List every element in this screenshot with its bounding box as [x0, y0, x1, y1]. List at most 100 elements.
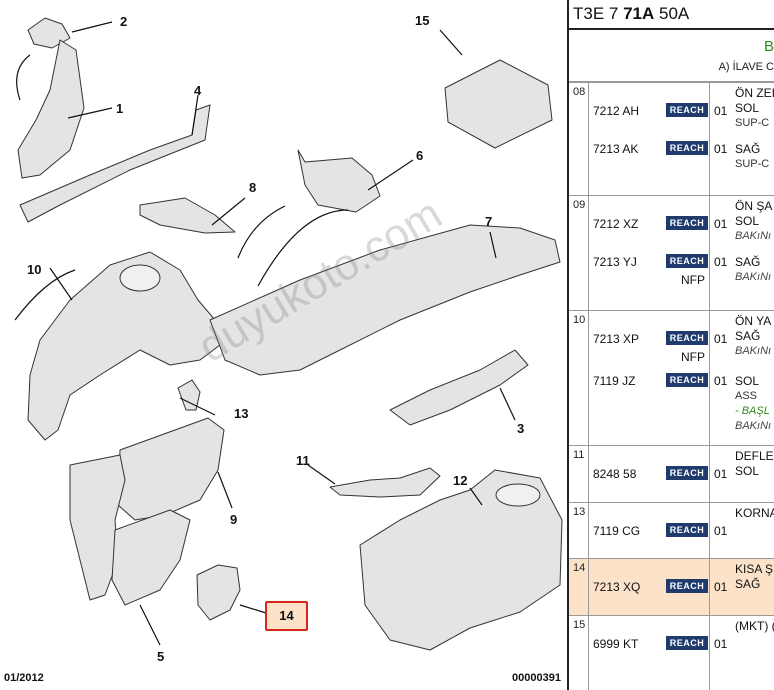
- callout-2[interactable]: 2: [120, 14, 128, 29]
- part-reference[interactable]: 7119 CG: [593, 524, 641, 538]
- callout-14-highlighted[interactable]: 14: [265, 601, 308, 631]
- callout-15[interactable]: 15: [415, 13, 430, 28]
- part-quantity: 01: [714, 255, 728, 269]
- part-quantity: 01: [714, 217, 728, 231]
- callout-7[interactable]: 7: [485, 214, 493, 229]
- callout-5[interactable]: 5: [157, 649, 165, 664]
- callout-6[interactable]: 6: [416, 148, 424, 163]
- column-divider: [709, 616, 710, 690]
- reach-badge: REACH: [666, 141, 708, 155]
- description-line: SAĞ: [735, 255, 761, 269]
- reach-badge: REACH: [666, 523, 708, 537]
- reach-badge: REACH: [666, 254, 708, 268]
- part-11-shape: [329, 467, 441, 498]
- part-reference[interactable]: 7213 XQ: [593, 580, 641, 594]
- part-quantity: 01: [714, 580, 728, 594]
- part-5-shape: [69, 454, 126, 601]
- part-10-shape: [27, 251, 221, 441]
- part-quantity: 01: [714, 104, 728, 118]
- part-description: KORNA: [735, 506, 774, 521]
- part-description: SOL ASS - BAŞL BAKıNı: [735, 374, 771, 434]
- part-quantity: 01: [714, 637, 728, 651]
- part-8-shape: [139, 197, 236, 234]
- reach-badge: REACH: [666, 373, 708, 387]
- description-line: SAĞ: [735, 577, 761, 591]
- part-reference[interactable]: 7213 XP: [593, 332, 640, 346]
- description-line: ASS: [735, 390, 758, 402]
- reach-badge: REACH: [666, 636, 708, 650]
- part-reference[interactable]: 7119 JZ: [593, 374, 636, 388]
- panel-header: B A) İLAVE C: [569, 30, 774, 82]
- part-quantity: 01: [714, 374, 728, 388]
- part-14-shape: [196, 564, 241, 621]
- column-divider: [709, 559, 710, 615]
- description-line: (MKT) (: [735, 619, 774, 633]
- diagram-doc-number: 00000391: [512, 672, 561, 684]
- header-b-label: B: [763, 38, 774, 55]
- part-3-shape: [389, 349, 529, 426]
- description-line: ÖN ZEI: [735, 86, 774, 100]
- reach-badge: REACH: [666, 216, 708, 230]
- callout-8[interactable]: 8: [249, 180, 257, 195]
- title-bold: 71A: [623, 4, 655, 23]
- group-number: 11: [569, 446, 589, 502]
- description-line: SOL: [735, 464, 760, 478]
- part-reference[interactable]: 7212 XZ: [593, 217, 639, 231]
- column-divider: [709, 196, 710, 310]
- part-15-shape: [444, 59, 553, 149]
- part-7-shape: [209, 224, 561, 376]
- description-line: SOL: [735, 374, 760, 388]
- part-9-shape: [117, 417, 225, 521]
- part-1-shape: [17, 39, 85, 179]
- part-quantity: 01: [714, 332, 728, 346]
- part-reference[interactable]: 8248 58: [593, 467, 637, 481]
- part-reference[interactable]: 7213 YJ: [593, 255, 637, 269]
- group-number: 14: [569, 559, 589, 615]
- callout-3[interactable]: 3: [517, 421, 525, 436]
- description-line: ÖN YA: [735, 314, 772, 328]
- description-line: ÖN ŞA: [735, 199, 773, 213]
- part-13-shape: [177, 379, 201, 411]
- description-line: KORNA: [735, 506, 774, 520]
- reach-badge: REACH: [666, 466, 708, 480]
- column-divider: [709, 311, 710, 445]
- description-line: BAKıNı: [735, 345, 772, 357]
- description-line: SOL: [735, 214, 760, 228]
- callout-9[interactable]: 9: [230, 512, 238, 527]
- group-number: 08: [569, 83, 589, 195]
- part-12-shape: [359, 469, 563, 651]
- part-description: (MKT) (: [735, 619, 774, 634]
- column-divider: [709, 503, 710, 558]
- part-5b-shape: [111, 509, 191, 606]
- callout-11[interactable]: 11: [296, 453, 310, 468]
- description-line: SAĞ: [735, 329, 761, 343]
- nfp-label: NFP: [681, 350, 705, 364]
- column-divider: [709, 83, 710, 195]
- part-reference[interactable]: 7212 AH: [593, 104, 640, 118]
- callout-12[interactable]: 12: [453, 473, 468, 488]
- panel-title: T3E 7 71A 50A: [569, 0, 774, 30]
- callout-13[interactable]: 13: [234, 406, 249, 421]
- group-number: 09: [569, 196, 589, 310]
- callout-1[interactable]: 1: [116, 101, 124, 116]
- part-reference[interactable]: 6999 KT: [593, 637, 639, 651]
- description-line: BAKıNı: [735, 420, 772, 432]
- nfp-label: NFP: [681, 273, 705, 287]
- callout-10[interactable]: 10: [27, 262, 42, 277]
- part-reference[interactable]: 7213 AK: [593, 142, 639, 156]
- parts-list-panel: T3E 7 71A 50A B A) İLAVE C 08 7212 AH REAC…: [567, 0, 774, 690]
- part-quantity: 01: [714, 142, 728, 156]
- reach-badge: REACH: [666, 331, 708, 345]
- description-line: - BAŞL: [735, 405, 770, 417]
- diagram-date: 01/2012: [4, 672, 44, 684]
- callout-4[interactable]: 4: [194, 83, 202, 98]
